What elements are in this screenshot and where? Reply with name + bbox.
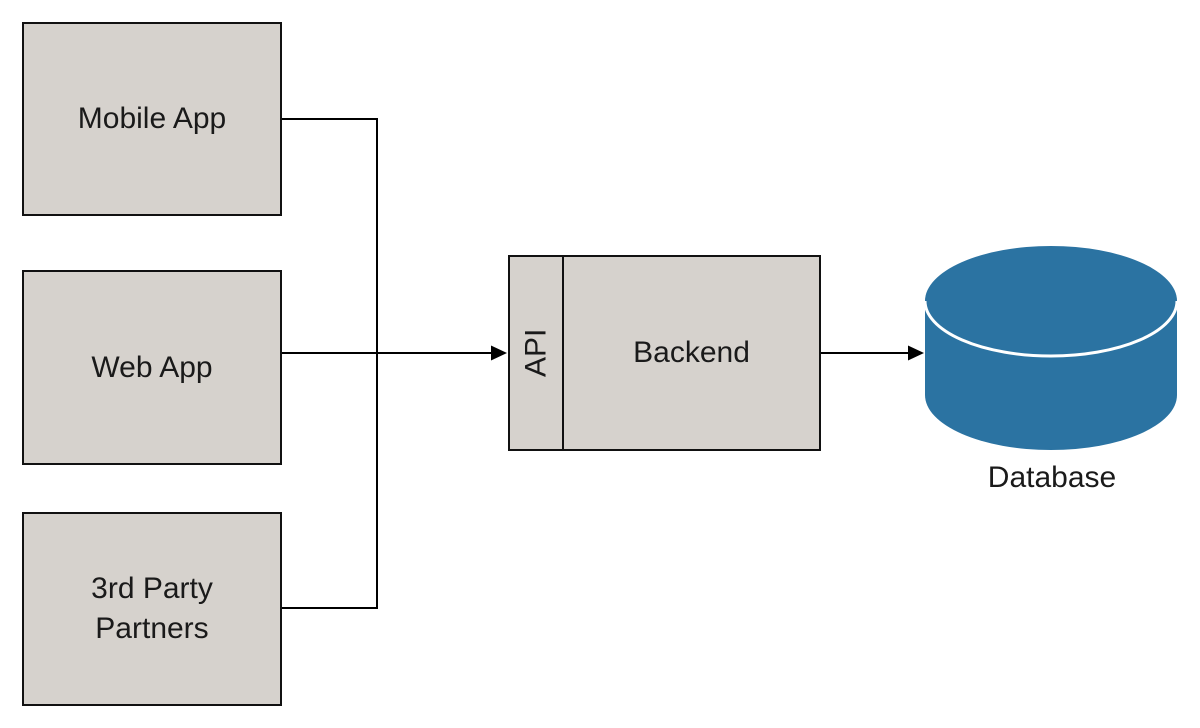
database-cylinder-icon [925,246,1177,450]
api-compartment: API [510,257,564,449]
node-web-app: Web App [22,270,282,465]
edge-fanin-bus [282,118,378,609]
backend-label-area: Backend [564,257,819,449]
third-party-label: 3rd Party Partners [91,569,213,648]
database-label: Database [987,461,1117,494]
node-backend: API Backend [508,255,821,451]
database-cylinder-rim-icon [923,300,1179,358]
third-party-label-line1: 3rd Party [91,572,213,606]
api-label: API [519,328,553,378]
arrowhead-into-api-icon [491,345,507,361]
arrowhead-into-database-icon [908,345,924,361]
mobile-app-label: Mobile App [77,102,227,136]
backend-label: Backend [633,336,750,370]
node-third-party-partners: 3rd Party Partners [22,512,282,706]
web-app-label: Web App [91,350,213,384]
third-party-label-line2: Partners [95,612,209,645]
node-mobile-app: Mobile App [22,22,282,216]
